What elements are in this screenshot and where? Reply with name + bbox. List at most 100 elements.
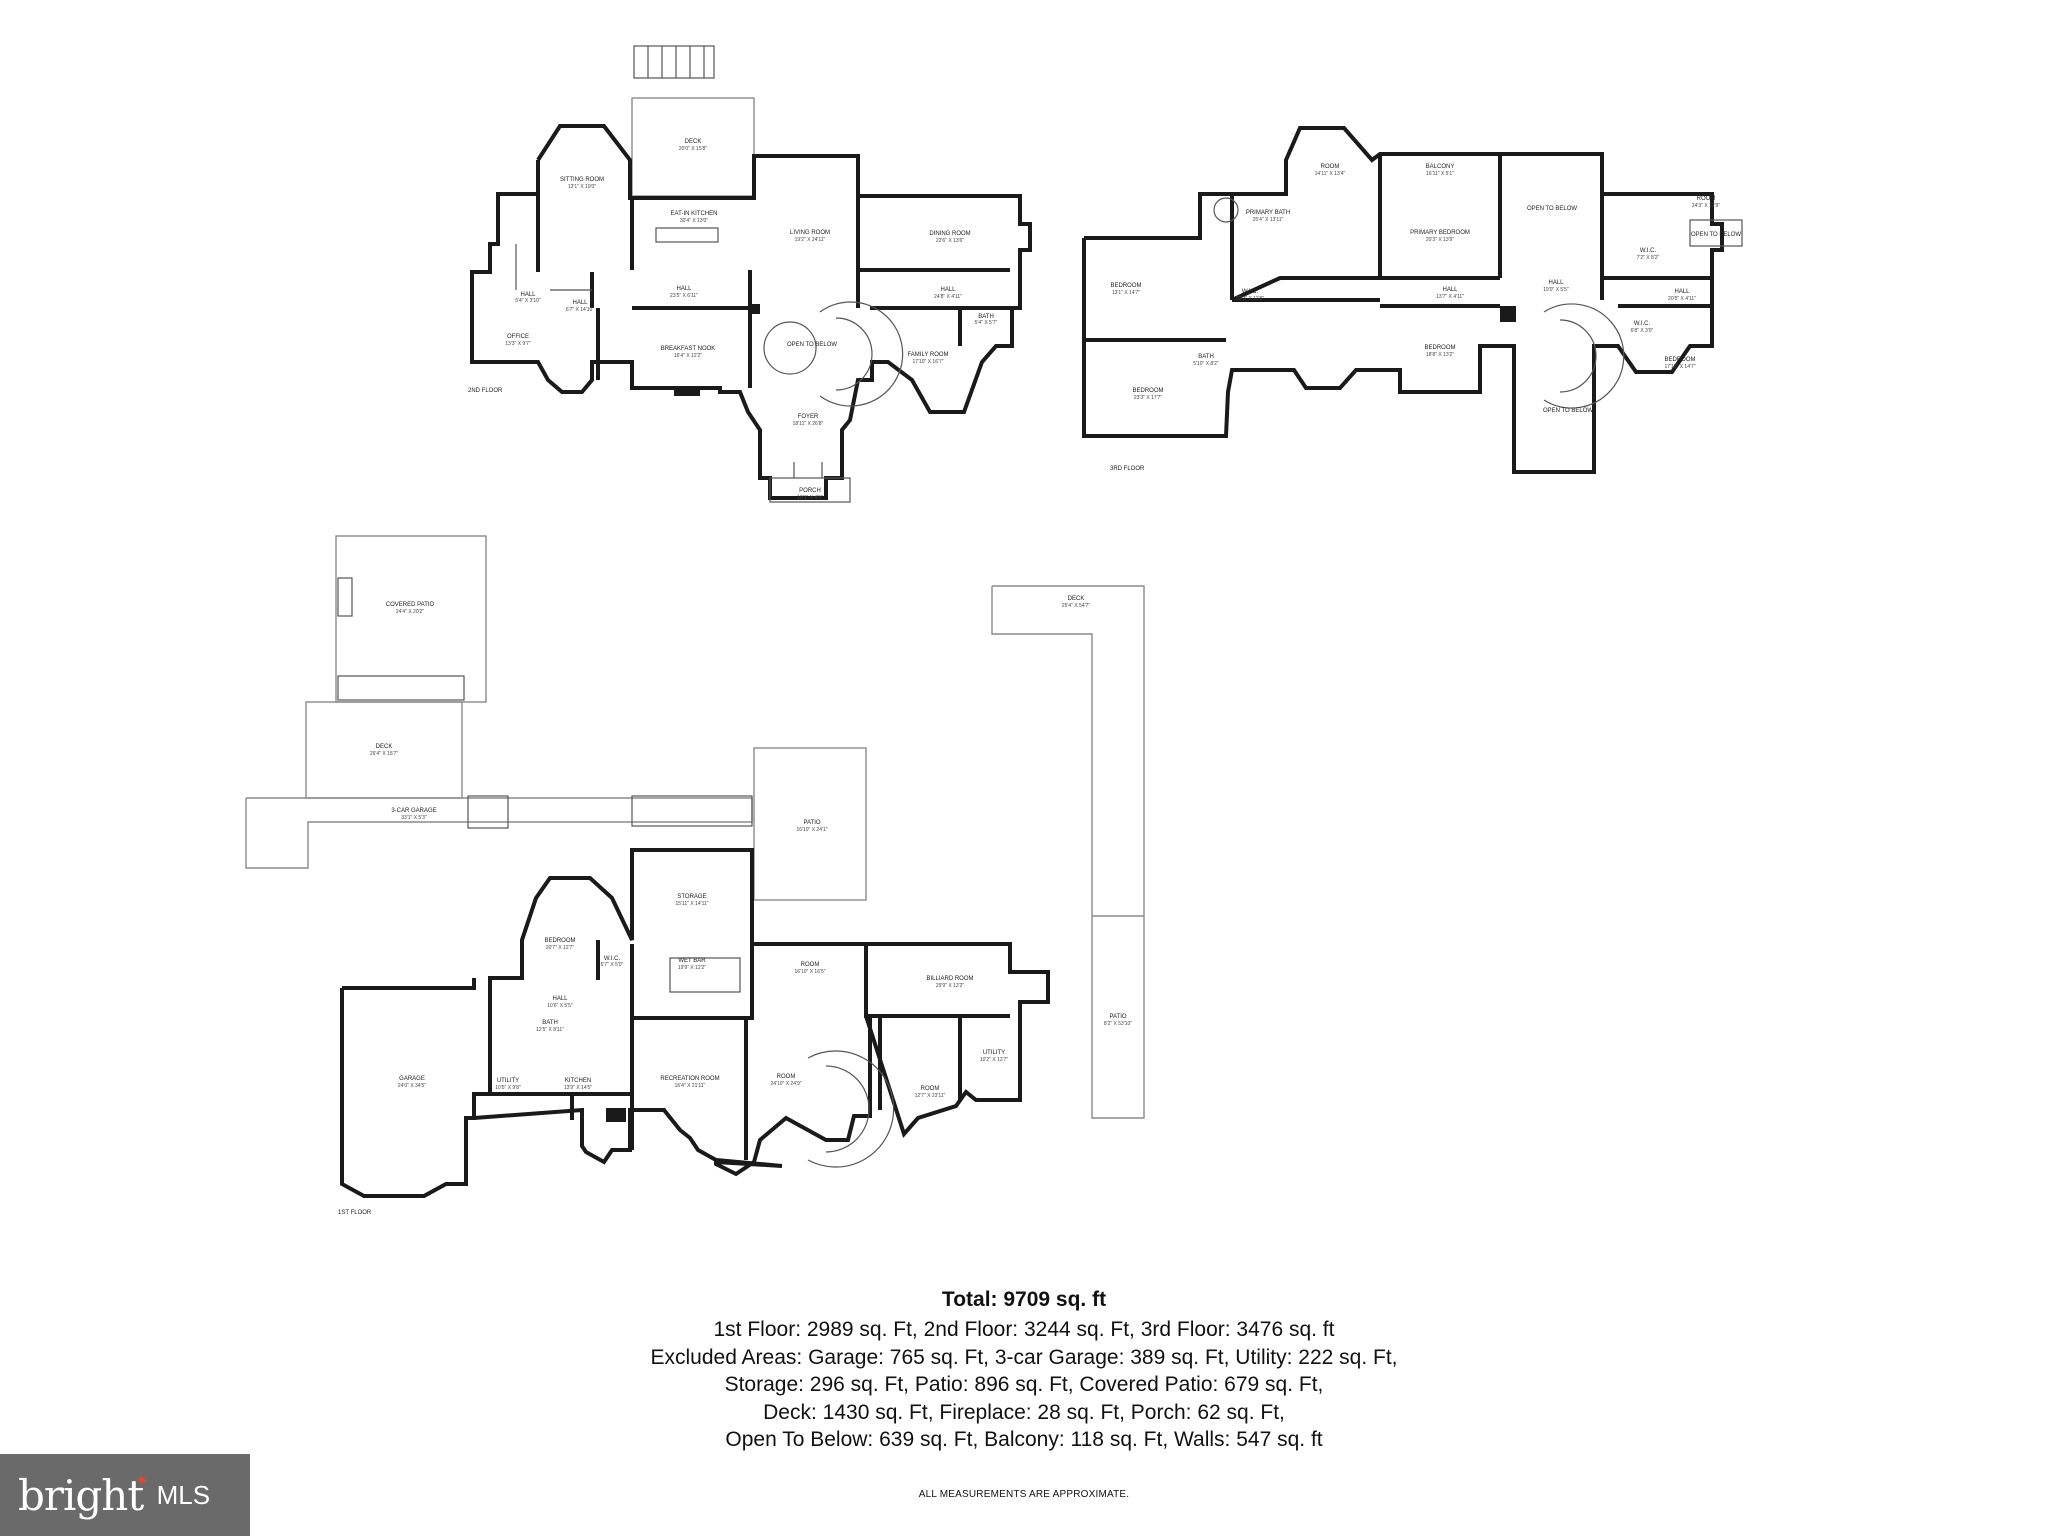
svg-text:PATIO: PATIO [803,820,820,826]
svg-text:6'8" X 3'0": 6'8" X 3'0" [1631,328,1654,334]
bright-mls-logo: bright ✦ MLS [0,1454,250,1536]
svg-text:22'6" X 13'6": 22'6" X 13'6" [936,238,964,244]
svg-text:13'1" X 14'7": 13'1" X 14'7" [1112,290,1140,296]
svg-text:20'5" X 4'11": 20'5" X 4'11" [1668,296,1696,302]
svg-text:17'10" X 14'7": 17'10" X 14'7" [1664,364,1695,370]
svg-text:13'3" X 9'7": 13'3" X 9'7" [505,341,531,347]
svg-text:6'7" X 5'0": 6'7" X 5'0" [601,962,624,968]
svg-text:OPEN TO BELOW: OPEN TO BELOW [1691,232,1741,238]
svg-text:ROOM: ROOM [1321,164,1340,170]
svg-text:OPEN TO BELOW: OPEN TO BELOW [1527,206,1577,212]
svg-text:10'2" X 12'7": 10'2" X 12'7" [980,1057,1008,1063]
svg-text:LIVING ROOM: LIVING ROOM [790,230,830,236]
total-area: Total: 9709 sq. ft [941,1288,1107,1311]
svg-text:PATIO: PATIO [1109,1014,1126,1020]
svg-text:OPEN TO BELOW: OPEN TO BELOW [787,342,837,348]
svg-text:ROOM: ROOM [921,1086,940,1092]
svg-text:10'6" X 5'5": 10'6" X 5'5" [547,1003,573,1009]
svg-text:W.I.C.: W.I.C. [1640,248,1657,254]
svg-text:25'4" X 13'11": 25'4" X 13'11" [1253,217,1284,223]
svg-text:24'4" X 20'2": 24'4" X 20'2" [396,609,424,615]
svg-text:ROOM: ROOM [801,962,820,968]
svg-text:24'0" X 34'5": 24'0" X 34'5" [398,1083,426,1089]
summary-line: Deck: 1430 sq. Ft, Fireplace: 28 sq. Ft,… [763,1400,1285,1424]
svg-text:14'11" X 13'4": 14'11" X 13'4" [1315,171,1346,177]
svg-text:W.I.C.: W.I.C. [1242,289,1259,295]
svg-text:15'11" X 14'11": 15'11" X 14'11" [675,901,708,907]
svg-text:5'4" X 5'7": 5'4" X 5'7" [975,320,998,326]
svg-text:12'5" X 8'11": 12'5" X 8'11" [536,1027,564,1033]
svg-text:33'1" X 5'3": 33'1" X 5'3" [401,815,427,821]
svg-text:W.I.C.: W.I.C. [604,956,621,962]
svg-text:BALCONY: BALCONY [1426,164,1455,170]
logo-suffix: MLS [156,1479,211,1510]
svg-text:BEDROOM: BEDROOM [1110,283,1141,289]
svg-text:BATH: BATH [1198,354,1214,360]
svg-text:24'10" X 24'9": 24'10" X 24'9" [770,1081,801,1087]
svg-text:BREAKFAST NOOK: BREAKFAST NOOK [661,346,716,352]
svg-text:GARAGE: GARAGE [399,1076,425,1082]
svg-text:5'4" X 3'10": 5'4" X 3'10" [515,298,541,304]
svg-text:W.I.C.: W.I.C. [1634,321,1651,327]
svg-text:HALL: HALL [552,996,568,1002]
svg-text:OFFICE: OFFICE [507,334,529,340]
svg-text:16'4" X 12'2": 16'4" X 12'2" [674,353,702,359]
svg-text:24'3" X 12'9": 24'3" X 12'9" [1692,203,1720,209]
logo-brand: bright [18,1470,144,1520]
svg-text:25'4" X 54'7": 25'4" X 54'7" [1062,603,1090,609]
svg-text:HALL: HALL [1548,280,1564,286]
svg-text:WET BAR: WET BAR [678,958,706,964]
svg-text:PRIMARY BATH: PRIMARY BATH [1246,210,1290,216]
svg-text:HALL: HALL [1442,287,1458,293]
summary-line: 1st Floor: 2989 sq. Ft, 2nd Floor: 3244 … [713,1318,1335,1341]
svg-text:16'11" X 5'1": 16'11" X 5'1" [1426,171,1454,177]
svg-text:6'7" X 14'10": 6'7" X 14'10" [566,307,594,313]
svg-text:ROOM: ROOM [1697,196,1716,202]
svg-text:HALL: HALL [940,287,956,293]
svg-text:ROOM: ROOM [777,1074,796,1080]
svg-text:30'4" X 13'0": 30'4" X 13'0" [680,218,708,224]
svg-text:20'0" X 15'8": 20'0" X 15'8" [679,146,707,152]
svg-text:DECK: DECK [685,139,702,145]
svg-text:29'9" X 12'2": 29'9" X 12'2" [936,983,964,989]
svg-text:COVERED PATIO: COVERED PATIO [386,602,435,608]
svg-text:8'2" X 53'10": 8'2" X 53'10" [1104,1021,1132,1027]
svg-text:BATH: BATH [978,314,994,320]
svg-text:7'2" X 8'2": 7'2" X 8'2" [1637,255,1660,261]
svg-text:SITTING ROOM: SITTING ROOM [560,177,604,183]
svg-text:13'9" X 14'5": 13'9" X 14'5" [564,1085,592,1091]
svg-text:PRIMARY BEDROOM: PRIMARY BEDROOM [1410,230,1470,236]
svg-text:20'3" X 13'9": 20'3" X 13'9" [1426,237,1454,243]
svg-text:EAT-IN KITCHEN: EAT-IN KITCHEN [671,211,718,217]
svg-text:12'7" X 23'11": 12'7" X 23'11" [915,1093,946,1099]
svg-text:KITCHEN: KITCHEN [565,1078,591,1084]
svg-text:BILLIARD ROOM: BILLIARD ROOM [926,976,973,982]
svg-text:DINING ROOM: DINING ROOM [929,231,970,237]
svg-text:16'10" X 16'5": 16'10" X 16'5" [794,969,825,975]
svg-text:26'4" X 15'7": 26'4" X 15'7" [370,751,398,757]
svg-text:BEDROOM: BEDROOM [1132,388,1163,394]
svg-text:BEDROOM: BEDROOM [1424,345,1455,351]
svg-text:STORAGE: STORAGE [677,894,706,900]
svg-text:18'8" X 13'2": 18'8" X 13'2" [1426,352,1454,358]
svg-text:17'10" X 16'7": 17'10" X 16'7" [912,359,943,365]
svg-text:23'5" X 6'11": 23'5" X 6'11" [670,293,698,299]
svg-text:BEDROOM: BEDROOM [1664,357,1695,363]
logo-spark-icon: ✦ [135,1473,149,1490]
svg-text:UTILITY: UTILITY [497,1078,519,1084]
summary-line: Open To Below: 639 sq. Ft, Balcony: 118 … [725,1428,1323,1451]
svg-text:UTILITY: UTILITY [983,1050,1005,1056]
svg-text:FOYER: FOYER [798,414,819,420]
area-summary: Total: 9709 sq. ft 1st Floor: 2989 sq. F… [0,1288,2048,1454]
svg-text:19'2" X 24'11": 19'2" X 24'11" [795,237,826,243]
svg-text:19'0" X 5'5": 19'0" X 5'5" [1543,287,1569,293]
svg-text:3RD FLOOR: 3RD FLOOR [1110,466,1145,472]
svg-text:HALL: HALL [572,300,588,306]
svg-text:13'7" X 4'11": 13'7" X 4'11" [1436,294,1464,300]
svg-text:18'11" X 26'8": 18'11" X 26'8" [793,421,824,427]
summary-line: Excluded Areas: Garage: 765 sq. Ft, 3-ca… [650,1345,1398,1369]
svg-text:3-CAR GARAGE: 3-CAR GARAGE [391,808,436,814]
